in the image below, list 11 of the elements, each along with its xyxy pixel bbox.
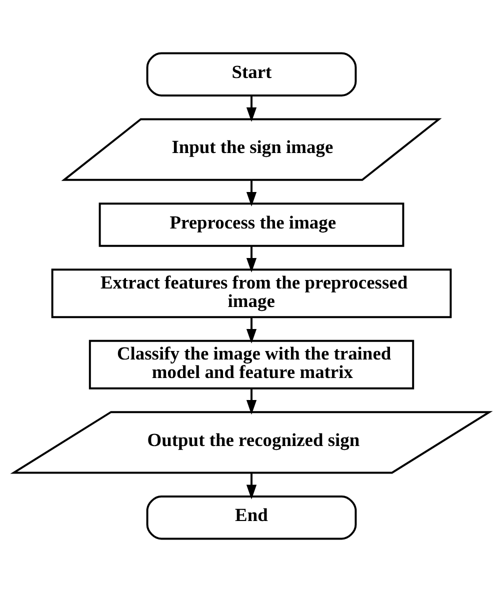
arrow [246, 180, 257, 206]
node-box: Start [146, 52, 357, 96]
node-box: Extract features from the preprocessed image [51, 268, 452, 318]
node-box: End [146, 496, 357, 540]
arrow [246, 96, 257, 122]
arrow [246, 246, 257, 272]
arrow [246, 472, 257, 500]
arrow [246, 388, 257, 415]
node-box: Preprocess the image [98, 202, 404, 247]
node-box: Classify the image with the trained model and feature matrix [88, 340, 414, 390]
arrow [246, 317, 257, 344]
